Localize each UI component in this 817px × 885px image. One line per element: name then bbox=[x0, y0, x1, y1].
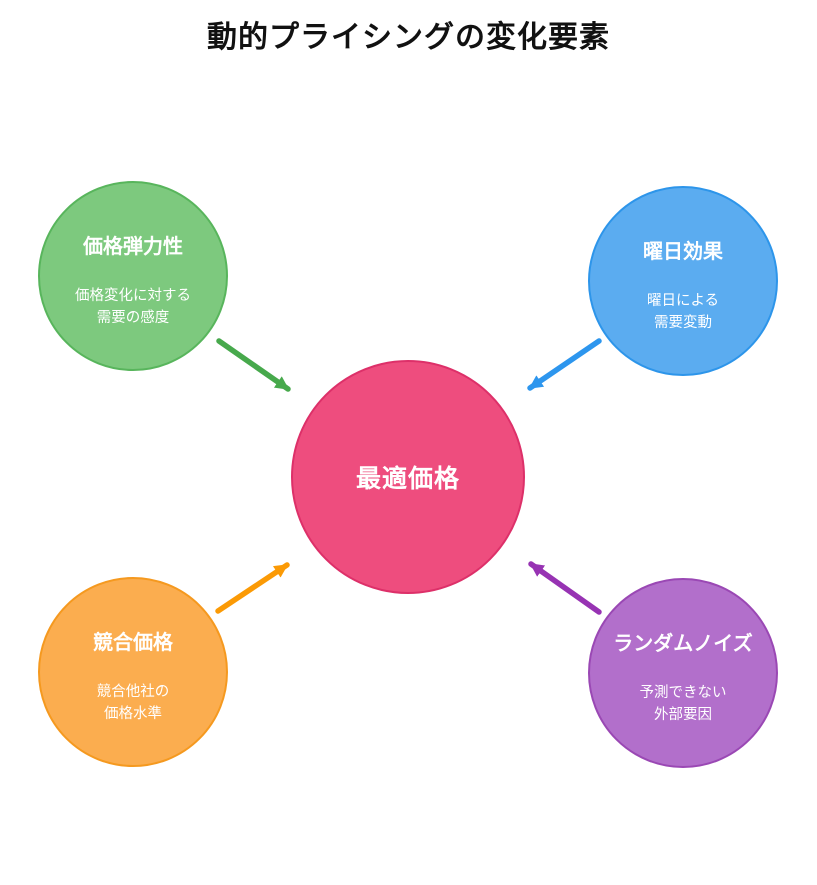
factor-description: 予測できない 外部要因 bbox=[639, 684, 727, 723]
factor-node-price-elasticity: 価格弾力性 価格変化に対する 需要の感度 bbox=[38, 181, 228, 371]
factor-node-competitor-price: 競合価格 競合他社の 価格水準 bbox=[38, 577, 228, 767]
center-node-label: 最適価格 bbox=[355, 465, 460, 493]
factor-node-weekday-effect: 曜日効果 曜日による 需要変動 bbox=[588, 186, 778, 376]
diagram-title: 動的プライシングの変化要素 bbox=[207, 21, 610, 54]
factor-description: 価格変化に対する 需要の感度 bbox=[75, 287, 191, 326]
arrow-weekday-effect bbox=[527, 338, 602, 391]
factor-title: ランダムノイズ bbox=[613, 632, 753, 655]
factor-content: 価格弾力性 価格変化に対する 需要の感度 bbox=[75, 235, 191, 330]
arrow-random-noise bbox=[528, 561, 602, 615]
factor-content: 曜日効果 曜日による 需要変動 bbox=[643, 240, 723, 335]
factor-description: 競合他社の 価格水準 bbox=[96, 683, 170, 722]
center-node: 最適価格 bbox=[291, 360, 525, 594]
factor-title: 曜日効果 bbox=[643, 240, 723, 263]
factor-title: 価格弾力性 bbox=[83, 235, 183, 258]
factor-content: ランダムノイズ 予測できない 外部要因 bbox=[613, 632, 752, 727]
arrow-price-elasticity bbox=[216, 338, 291, 392]
factor-content: 競合価格 競合他社の 価格水準 bbox=[93, 631, 173, 726]
factor-node-random-noise: ランダムノイズ 予測できない 外部要因 bbox=[588, 578, 778, 768]
factor-description: 曜日による 需要変動 bbox=[646, 292, 720, 331]
factor-title: 競合価格 bbox=[93, 631, 173, 654]
arrow-competitor-price bbox=[215, 562, 290, 614]
